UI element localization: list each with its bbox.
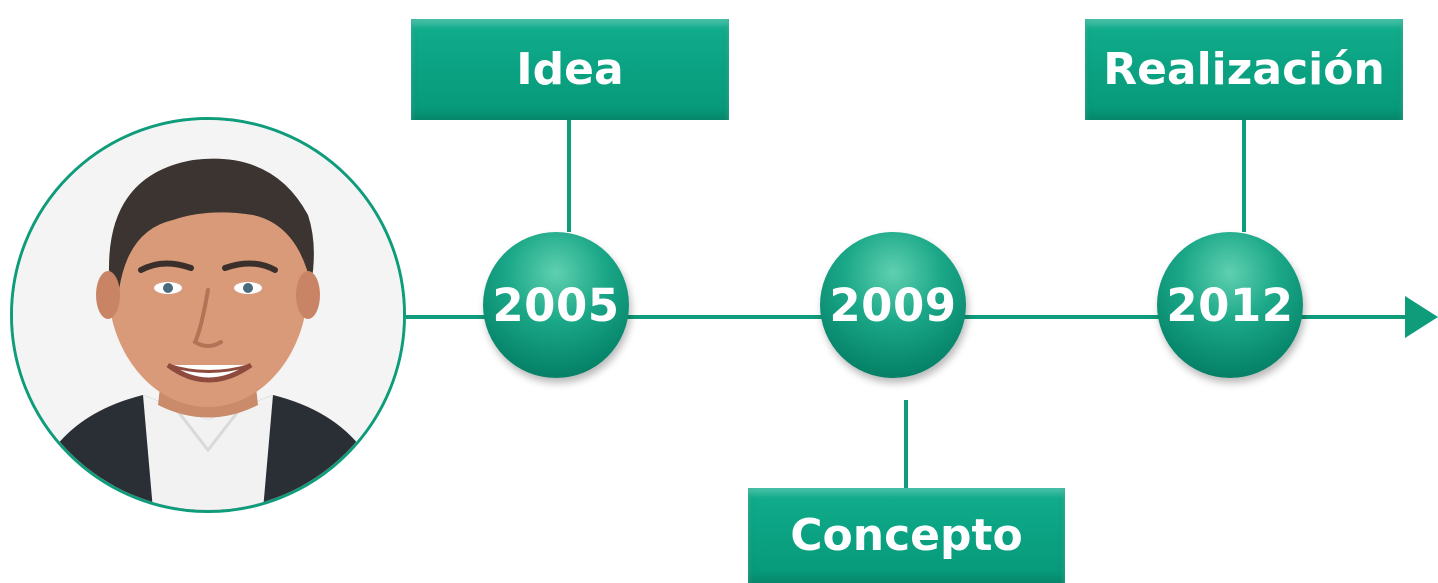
milestone-year-2005: 2005 bbox=[483, 232, 629, 378]
milestone-label-realizacion: Realización bbox=[1085, 19, 1403, 120]
arrow-right-icon bbox=[1405, 296, 1438, 338]
person-photo-illustration bbox=[13, 120, 403, 510]
milestone-label-idea: Idea bbox=[411, 19, 729, 120]
milestone-label-concepto: Concepto bbox=[748, 488, 1065, 583]
milestone-year-2012: 2012 bbox=[1157, 232, 1303, 378]
person-photo bbox=[10, 117, 406, 513]
milestone-year-2009: 2009 bbox=[820, 232, 966, 378]
